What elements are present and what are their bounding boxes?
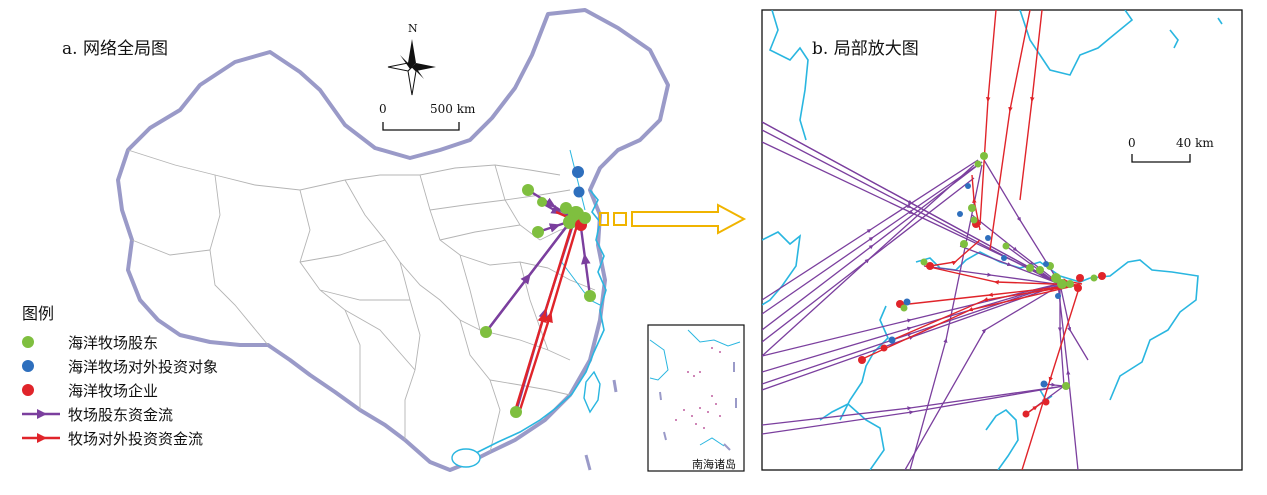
zoom-shareholder-flows (762, 121, 1089, 470)
shareholder-node (1026, 264, 1034, 272)
shareholder-node (522, 184, 534, 196)
zoom-box (613, 212, 627, 226)
enterprise-node (1076, 274, 1084, 282)
maritime-boundary (584, 454, 592, 471)
investee-node (573, 186, 585, 198)
panel-b-title: b. 局部放大图 (812, 39, 919, 59)
enterprise-node (858, 356, 866, 364)
investee-node (965, 183, 971, 189)
investment-flow (518, 221, 580, 411)
china-network-map (116, 8, 747, 472)
shareholder-node (900, 304, 908, 312)
investee-node (957, 211, 963, 217)
legend-label: 牧场股东资金流 (68, 405, 174, 424)
shareholder-flow (485, 221, 571, 333)
shareholder-node (537, 197, 547, 207)
rivers (559, 149, 601, 306)
legend-arrow-icon (22, 409, 60, 419)
scale-bar-a (382, 122, 460, 131)
investee-node (1043, 261, 1049, 267)
legend-item: 海洋牧场对外投资对象 (22, 354, 218, 378)
shareholder-node (1036, 266, 1044, 274)
panel-a-title: a. 网络全局图 (62, 39, 168, 59)
scale-b-zero: 0 (1128, 136, 1136, 150)
shareholder-node (510, 406, 522, 418)
legend-title: 图例 (22, 304, 55, 323)
inset-label: 南海诸岛 (692, 458, 736, 471)
enterprise-node (1074, 284, 1082, 292)
legend-dot-icon (22, 384, 34, 396)
enterprise-node (880, 344, 888, 352)
shareholder-node (920, 258, 928, 266)
north-arrow (387, 39, 436, 96)
zoom-arrow (631, 203, 747, 235)
legend-label: 海洋牧场对外投资对象 (68, 357, 219, 376)
legend-dot-icon (22, 360, 34, 372)
investee-node (985, 235, 991, 241)
legend-label: 海洋牧场股东 (68, 333, 159, 352)
legend-arrow-icon (22, 433, 60, 443)
scale-a-zero: 0 (379, 102, 387, 116)
shareholder-node (1002, 242, 1010, 250)
investee-node (888, 336, 896, 344)
legend-label: 牧场对外投资资金流 (68, 429, 204, 448)
investee-node (1055, 293, 1061, 299)
enterprise-node (1098, 272, 1106, 280)
investee-node (1001, 255, 1007, 261)
investee-node (1040, 380, 1048, 388)
hainan-island (451, 448, 481, 468)
shareholder-node (974, 160, 982, 168)
shareholder-node (1066, 280, 1074, 288)
shareholder-node (480, 326, 492, 338)
shareholder-node (1057, 279, 1067, 289)
legend-item: 牧场股东资金流 (22, 402, 218, 426)
investee-node (903, 298, 911, 306)
south-china-sea-inset (647, 324, 745, 472)
enterprise-node (1022, 410, 1030, 418)
panel-b-frame (761, 9, 1243, 471)
investee-node (572, 166, 584, 178)
enterprise-node (896, 300, 904, 308)
legend: 图例 海洋牧场股东海洋牧场对外投资对象海洋牧场企业牧场股东资金流牧场对外投资资金… (22, 300, 218, 450)
shareholder-node (980, 152, 988, 160)
legend-label: 海洋牧场企业 (68, 381, 159, 400)
network-nodes (480, 166, 596, 418)
zoom-nodes (858, 152, 1106, 418)
shareholder-node (968, 204, 976, 212)
north-label: N (408, 22, 418, 35)
legend-dot-icon (22, 336, 34, 348)
investment-flow (514, 224, 574, 409)
zoom-investment-flows (859, 10, 1083, 470)
shareholder-flow (578, 219, 592, 297)
shareholder-node (960, 240, 968, 248)
enterprise-node (926, 262, 934, 270)
legend-item: 海洋牧场股东 (22, 330, 218, 354)
shareholder-node (1046, 262, 1054, 270)
legend-item: 牧场对外投资资金流 (22, 426, 218, 450)
scale-bar-b (1131, 154, 1191, 163)
shareholder-node (532, 226, 544, 238)
shareholder-node (563, 215, 577, 229)
taiwan-island (583, 370, 601, 414)
shareholder-node (1090, 274, 1098, 282)
legend-item: 海洋牧场企业 (22, 378, 218, 402)
zoom-box (599, 212, 609, 226)
enterprise-node (972, 220, 980, 228)
shareholder-node (1062, 382, 1070, 390)
shareholder-node (584, 290, 596, 302)
scale-b-max: 40 km (1176, 136, 1214, 150)
enterprise-node (1042, 398, 1050, 406)
shareholder-node (970, 216, 978, 224)
shareholder-node (1051, 273, 1061, 283)
zoom-coastlines (762, 10, 1223, 470)
shareholder-node (579, 212, 591, 224)
scale-a-max: 500 km (430, 102, 476, 116)
maritime-boundary (612, 379, 618, 393)
